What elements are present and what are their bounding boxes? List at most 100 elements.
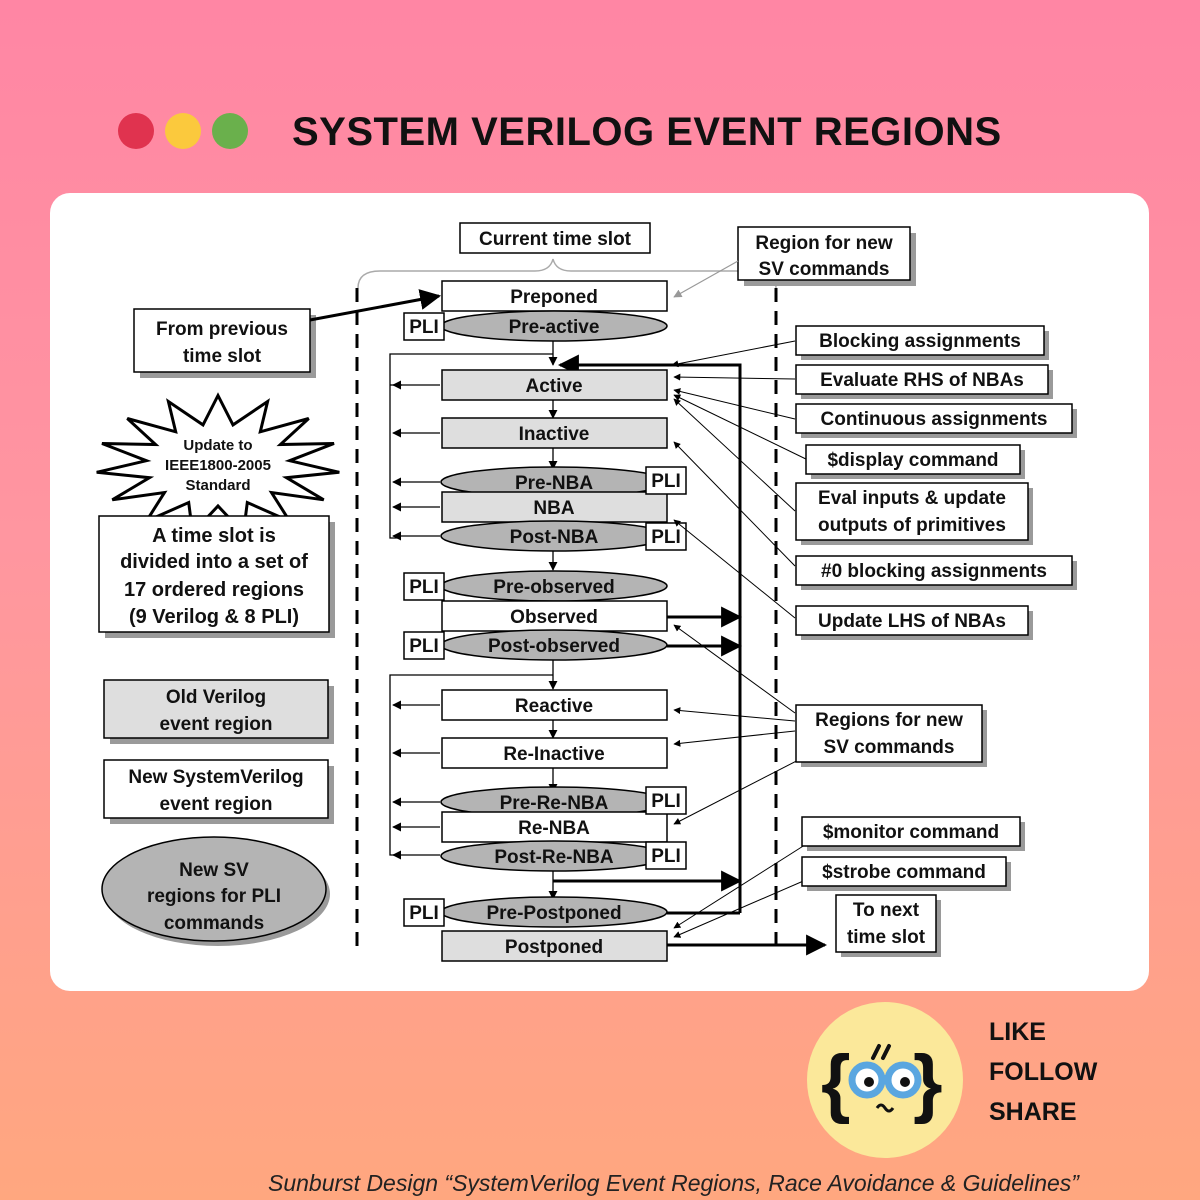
svg-text:Blocking assignments: Blocking assignments bbox=[819, 331, 1021, 352]
svg-text:event region: event region bbox=[160, 794, 273, 815]
svg-text:Standard: Standard bbox=[185, 477, 250, 494]
ieee-update-starburst: Update to IEEE1800-2005 Standard bbox=[96, 392, 340, 537]
pli-tag-pre-active: PLI bbox=[403, 312, 445, 341]
pli-tag-post-observed: PLI bbox=[403, 631, 445, 660]
svg-text:#0 blocking assignments: #0 blocking assignments bbox=[821, 561, 1047, 582]
note-evaluate-rhs: Evaluate RHS of NBAs bbox=[795, 364, 1053, 399]
svg-text:Pre-Postponed: Pre-Postponed bbox=[486, 903, 621, 924]
svg-text:PLI: PLI bbox=[409, 317, 439, 338]
note-blocking-assignments: Blocking assignments bbox=[795, 325, 1049, 360]
event-regions-diagram: Current time slot Region for new SV comm… bbox=[96, 222, 1077, 962]
note-display-command: $display command bbox=[805, 444, 1025, 479]
svg-text:NBA: NBA bbox=[533, 498, 574, 519]
like-label: LIKE bbox=[989, 1018, 1046, 1046]
region-observed: Observed bbox=[441, 600, 668, 632]
eyebrow-icon bbox=[871, 1044, 891, 1060]
svg-text:A time slot is: A time slot is bbox=[152, 525, 276, 547]
svg-text:Old Verilog: Old Verilog bbox=[166, 687, 266, 708]
note-continuous-assignments: Continuous assignments bbox=[795, 403, 1077, 438]
region-pre-observed: Pre-observed bbox=[440, 570, 668, 602]
glasses-icon bbox=[848, 1061, 922, 1099]
call-to-action: LIKE FOLLOW SHARE bbox=[989, 1012, 1097, 1132]
svg-text:$monitor command: $monitor command bbox=[823, 822, 999, 843]
red-dot bbox=[118, 113, 154, 149]
svg-text:Eval inputs & update: Eval inputs & update bbox=[818, 488, 1006, 509]
svg-text:From previous: From previous bbox=[156, 319, 288, 340]
follow-label: FOLLOW bbox=[989, 1058, 1098, 1086]
svg-text:(9 Verilog & 8 PLI): (9 Verilog & 8 PLI) bbox=[129, 606, 299, 628]
green-dot bbox=[212, 113, 248, 149]
note-zero-blocking: #0 blocking assignments bbox=[795, 555, 1077, 590]
svg-text:time slot: time slot bbox=[847, 927, 926, 948]
yellow-dot bbox=[165, 113, 201, 149]
svg-text:PLI: PLI bbox=[409, 903, 439, 924]
brand-logo: { } bbox=[807, 1002, 963, 1158]
svg-text:PLI: PLI bbox=[651, 471, 681, 492]
note-to-next-time-slot: To next time slot bbox=[835, 894, 941, 957]
page-title: SYSTEM VERILOG EVENT REGIONS bbox=[292, 110, 1002, 154]
svg-text:SV commands: SV commands bbox=[759, 259, 890, 280]
svg-text:PLI: PLI bbox=[651, 791, 681, 812]
svg-text:Re-NBA: Re-NBA bbox=[518, 818, 590, 839]
svg-text:PLI: PLI bbox=[409, 636, 439, 657]
region-preponed: Preponed bbox=[441, 280, 668, 312]
svg-text:Pre-NBA: Pre-NBA bbox=[515, 473, 593, 494]
diagram-card: Current time slot Region for new SV comm… bbox=[50, 193, 1149, 991]
svg-text:divided into a set of: divided into a set of bbox=[120, 551, 308, 573]
svg-text:time slot: time slot bbox=[183, 346, 262, 367]
svg-text:$strobe command: $strobe command bbox=[822, 862, 986, 883]
note-strobe-command: $strobe command bbox=[801, 856, 1011, 891]
svg-text:regions for PLI: regions for PLI bbox=[147, 886, 281, 907]
region-nba: NBA bbox=[441, 491, 668, 523]
source-credit: Sunburst Design “SystemVerilog Event Reg… bbox=[268, 1170, 1079, 1196]
smile-icon bbox=[875, 1103, 895, 1113]
region-pre-postponed: Pre-Postponed bbox=[440, 896, 668, 928]
svg-text:outputs of primitives: outputs of primitives bbox=[818, 515, 1006, 536]
svg-text:PLI: PLI bbox=[409, 577, 439, 598]
svg-text:Postponed: Postponed bbox=[505, 937, 603, 958]
svg-text:Pre-Re-NBA: Pre-Re-NBA bbox=[500, 793, 609, 814]
svg-text:To next: To next bbox=[853, 900, 920, 921]
svg-text:Reactive: Reactive bbox=[515, 696, 593, 717]
svg-text:Current time slot: Current time slot bbox=[479, 229, 632, 250]
pli-tag-post-nba: PLI bbox=[645, 522, 687, 551]
time-slot-description-note: A time slot is divided into a set of 17 … bbox=[98, 515, 335, 638]
svg-text:Observed: Observed bbox=[510, 607, 598, 628]
svg-text:17 ordered regions: 17 ordered regions bbox=[124, 579, 304, 601]
svg-text:PLI: PLI bbox=[651, 846, 681, 867]
note-connectors bbox=[671, 340, 813, 938]
svg-text:Preponed: Preponed bbox=[510, 287, 598, 308]
pli-tags: PLI PLI PLI PLI PLI PLI PLI PLI bbox=[403, 312, 687, 927]
current-time-slot-label: Current time slot bbox=[459, 222, 651, 254]
return-loop bbox=[553, 354, 828, 956]
svg-text:commands: commands bbox=[164, 913, 264, 934]
note-update-lhs: Update LHS of NBAs bbox=[795, 605, 1033, 640]
svg-text:Post-Re-NBA: Post-Re-NBA bbox=[494, 847, 614, 868]
svg-text:Regions for new: Regions for new bbox=[815, 710, 963, 731]
svg-text:PLI: PLI bbox=[651, 527, 681, 548]
region-new-sv-commands-top-note: Region for new SV commands bbox=[737, 226, 916, 286]
legend-new-systemverilog: New SystemVerilog event region bbox=[103, 759, 334, 824]
pli-tag-pre-re-nba: PLI bbox=[645, 786, 687, 815]
share-label: SHARE bbox=[989, 1098, 1077, 1126]
svg-text:Evaluate RHS of NBAs: Evaluate RHS of NBAs bbox=[820, 370, 1024, 391]
legend-pli-regions: New SV regions for PLI commands bbox=[101, 836, 330, 946]
svg-text:Post-observed: Post-observed bbox=[488, 636, 620, 657]
pli-tag-pre-observed: PLI bbox=[403, 572, 445, 601]
region-pre-active: Pre-active bbox=[440, 310, 668, 342]
svg-text:Pre-observed: Pre-observed bbox=[493, 577, 614, 598]
svg-text:SV commands: SV commands bbox=[824, 737, 955, 758]
svg-text:Active: Active bbox=[525, 376, 582, 397]
svg-text:IEEE1800-2005: IEEE1800-2005 bbox=[165, 457, 271, 474]
svg-text:Region for new: Region for new bbox=[755, 233, 892, 254]
pli-tag-post-re-nba: PLI bbox=[645, 841, 687, 870]
svg-text:Inactive: Inactive bbox=[519, 424, 590, 445]
region-post-observed: Post-observed bbox=[440, 629, 668, 661]
region-re-nba: Re-NBA bbox=[441, 811, 668, 843]
svg-text:Pre-active: Pre-active bbox=[509, 317, 600, 338]
note-monitor-command: $monitor command bbox=[801, 816, 1025, 851]
svg-text:event region: event region bbox=[160, 714, 273, 735]
region-reactive: Reactive bbox=[441, 689, 668, 721]
note-eval-inputs: Eval inputs & update outputs of primitive… bbox=[795, 482, 1033, 545]
from-previous-time-slot-note: From previous time slot bbox=[133, 308, 316, 378]
